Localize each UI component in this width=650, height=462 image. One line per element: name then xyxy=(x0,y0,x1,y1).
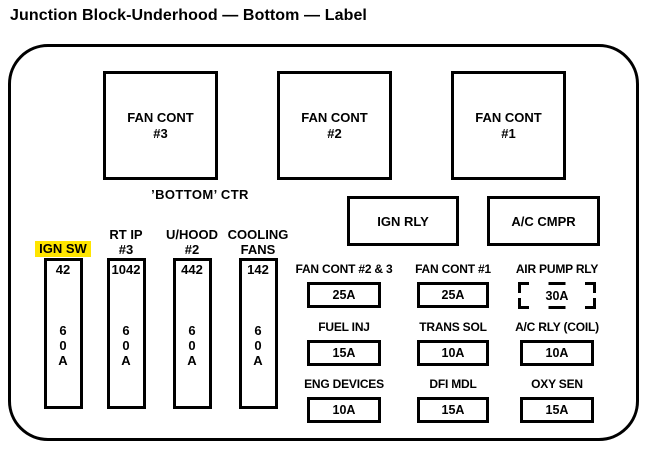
dashed-border-segment xyxy=(548,282,566,285)
mini-fuse-dfi-mdl: DFI MDL 15A xyxy=(398,377,508,423)
maxi-fuse-rating: 6 0 A xyxy=(187,323,197,368)
mini-fuse-label: OXY SEN xyxy=(531,377,583,391)
relay-square-fan-cont-1: FAN CONT #1 xyxy=(451,71,566,180)
mini-fuse-oxy-sen: OXY SEN 15A xyxy=(500,377,614,423)
maxi-fuse-ign-sw: IGN SW 42 6 0 A xyxy=(29,224,97,409)
mini-fuse-label: FUEL INJ xyxy=(318,320,370,334)
maxi-fuse-circuit-number: 142 xyxy=(247,262,269,277)
label-text: COOLING FANS xyxy=(227,227,289,257)
label-text: U/HOOD #2 xyxy=(166,227,218,257)
relay-square-fan-cont-2: FAN CONT #2 xyxy=(277,71,392,180)
maxi-fuse-body: 42 6 0 A xyxy=(43,258,83,409)
mini-fuse-body: 15A xyxy=(417,397,489,423)
relay-square-label: FAN CONT #1 xyxy=(475,109,542,141)
mini-fuse-amps: 10A xyxy=(441,346,465,360)
mini-fuse-amps: 15A xyxy=(545,403,569,417)
maxi-fuse-uhood-2: U/HOOD #2 442 6 0 A xyxy=(158,224,226,409)
relay-square-fan-cont-3: FAN CONT #3 xyxy=(103,71,218,180)
mini-fuse-fuel-inj: FUEL INJ 15A xyxy=(285,320,403,366)
mini-fuse-body: 10A xyxy=(520,340,594,366)
mini-fuse-label: TRANS SOL xyxy=(419,320,487,334)
dashed-border-segment xyxy=(548,306,566,309)
maxi-fuse-body: 142 6 0 A xyxy=(238,258,278,409)
mini-fuse-body: 15A xyxy=(307,340,381,366)
mini-fuse-amps: 25A xyxy=(332,288,356,302)
maxi-fuse-rating: 6 0 A xyxy=(58,323,68,368)
bottom-ctr-label: ’BOTTOM’ CTR xyxy=(151,187,249,202)
maxi-fuse-rt-ip-3: RT IP #3 1042 6 0 A xyxy=(92,224,160,409)
mini-fuse-amps: 15A xyxy=(332,346,356,360)
mini-fuse-body: 10A xyxy=(417,340,489,366)
mini-fuse-amps: 30A xyxy=(545,288,569,303)
mini-fuse-label: FAN CONT #1 xyxy=(415,262,491,276)
maxi-fuse-body: 442 6 0 A xyxy=(172,258,212,409)
mini-fuse-label: A/C RLY (COIL) xyxy=(515,320,599,334)
page-title: Junction Block-Underhood — Bottom — Labe… xyxy=(10,7,367,24)
maxi-fuse-rating: 6 0 A xyxy=(253,323,263,368)
maxi-fuse-label: COOLING FANS xyxy=(228,224,289,258)
mini-fuse-label: AIR PUMP RLY xyxy=(515,262,599,276)
mini-fuse-amps: 15A xyxy=(441,403,465,417)
maxi-fuse-label: IGN SW xyxy=(35,224,91,258)
maxi-fuse-label: U/HOOD #2 xyxy=(166,224,218,258)
relay-square-label: FAN CONT #2 xyxy=(301,109,368,141)
mini-fuse-amps: 10A xyxy=(545,346,569,360)
maxi-fuse-circuit-number: 42 xyxy=(55,262,71,277)
maxi-fuse-label: RT IP #3 xyxy=(109,224,142,258)
mini-fuse-air-pump-rly: AIR PUMP RLY 30A xyxy=(500,262,614,309)
mini-fuse-ac-rly-coil: A/C RLY (COIL) 10A xyxy=(500,320,614,366)
relay-label: IGN RLY xyxy=(377,213,429,229)
mini-fuse-amps: 10A xyxy=(332,403,356,417)
maxi-fuse-circuit-number: 442 xyxy=(181,262,203,277)
mini-fuse-body: 25A xyxy=(417,282,489,308)
mini-fuse-body: 25A xyxy=(307,282,381,308)
dashed-border-segment xyxy=(518,298,529,309)
maxi-fuse-circuit-number: 1042 xyxy=(111,262,141,277)
junction-block-outline xyxy=(8,44,639,441)
relay-label: A/C CMPR xyxy=(511,213,576,229)
mini-fuse-amps: 25A xyxy=(441,288,465,302)
relay-ign-rly: IGN RLY xyxy=(347,196,459,246)
mini-fuse-trans-sol: TRANS SOL 10A xyxy=(398,320,508,366)
maxi-fuse-body: 1042 6 0 A xyxy=(106,258,146,409)
dashed-border-segment xyxy=(585,298,596,309)
mini-fuse-body-dashed: 30A xyxy=(518,282,596,309)
maxi-fuse-cooling-fans: COOLING FANS 142 6 0 A xyxy=(224,224,292,409)
mini-fuse-body: 15A xyxy=(520,397,594,423)
mini-fuse-fan-cont-2-3: FAN CONT #2 & 3 25A xyxy=(285,262,403,308)
dashed-border-segment xyxy=(518,282,529,293)
mini-fuse-fan-cont-1: FAN CONT #1 25A xyxy=(398,262,508,308)
highlighted-label: IGN SW xyxy=(35,241,91,257)
mini-fuse-body: 10A xyxy=(307,397,381,423)
mini-fuse-label: FAN CONT #2 & 3 xyxy=(295,262,393,276)
label-text: RT IP #3 xyxy=(109,227,143,257)
dashed-border-segment xyxy=(585,282,596,293)
mini-fuse-eng-devices: ENG DEVICES 10A xyxy=(285,377,403,423)
mini-fuse-label: ENG DEVICES xyxy=(304,377,384,391)
mini-fuse-label: DFI MDL xyxy=(429,377,477,391)
relay-square-label: FAN CONT #3 xyxy=(127,109,194,141)
maxi-fuse-rating: 6 0 A xyxy=(121,323,131,368)
relay-ac-cmpr: A/C CMPR xyxy=(487,196,600,246)
